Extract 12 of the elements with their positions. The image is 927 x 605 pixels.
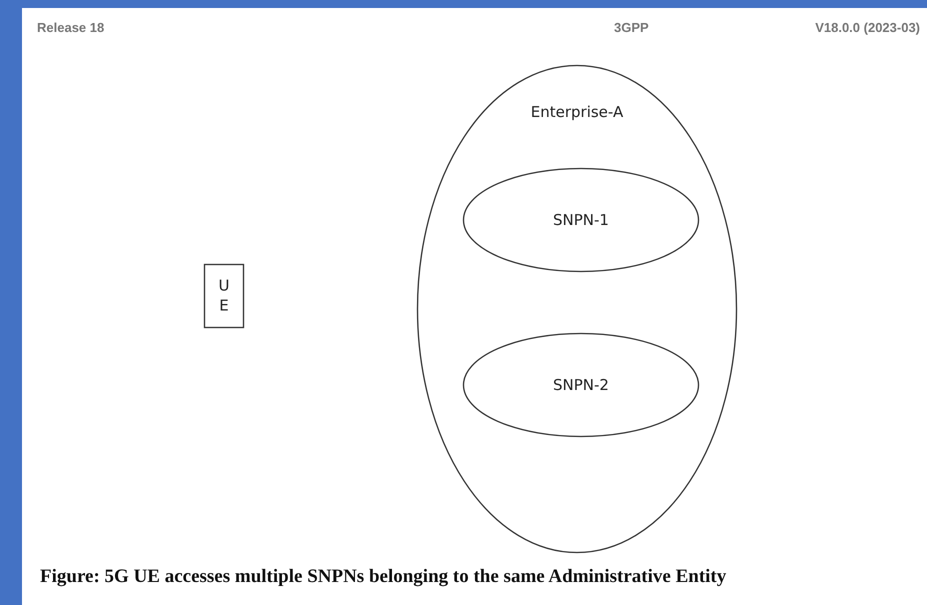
node-label: UE [218,276,230,316]
device-box [204,264,244,328]
header-text: Release 18 [37,20,104,35]
node-label: Enterprise-A [530,103,624,121]
figure-caption: Figure: 5G UE accesses multiple SNPNs belonging to the same Administrative Entity [40,566,726,588]
header-text: 3GPP [614,20,649,35]
network-ellipse [463,168,699,272]
network-ellipse [417,65,737,553]
header-text: V18.0.0 (2023-03) [815,20,920,35]
network-ellipse [463,333,699,437]
node-label: SNPN-2 [553,376,609,394]
node-label: SNPN-1 [553,211,609,229]
